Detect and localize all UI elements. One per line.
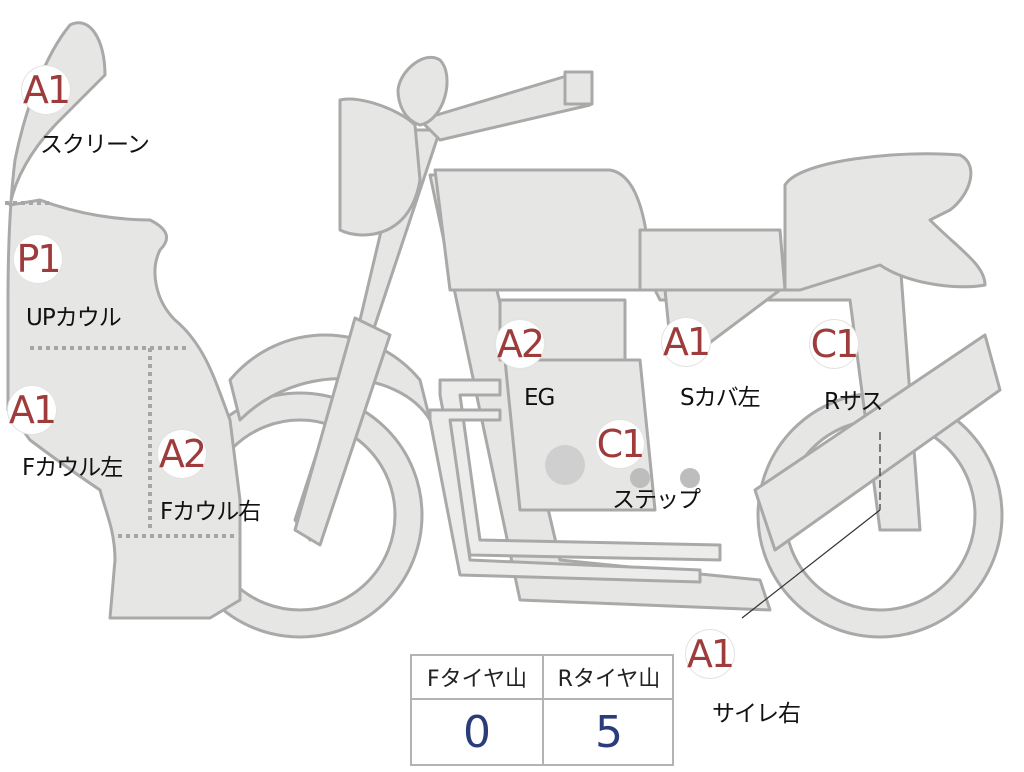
part-label-rear-suspension: Rサス (824, 389, 884, 415)
fork-lower (293, 316, 392, 547)
part-label-engine: EG (524, 385, 555, 411)
rear-frame-piece (638, 228, 787, 292)
fuel-tank (433, 168, 652, 292)
rear-tire-header: Rタイヤ山 (544, 656, 674, 700)
exhaust-pipe-lower (428, 408, 702, 584)
grade-badge-f-cowl-left: A1 (8, 386, 57, 434)
grade-badge-step: C1 (596, 420, 645, 468)
tire-tread-table: Fタイヤ山 Rタイヤ山 0 5 (410, 654, 674, 766)
handlebar-grip (563, 70, 594, 106)
grade-badge-engine: A2 (496, 320, 545, 368)
table-divider (542, 656, 544, 764)
grade-badge-screen: A1 (22, 66, 71, 114)
front-tire-value: 0 (463, 706, 491, 758)
part-label-step: ステップ (612, 487, 701, 513)
grade-badge-side-cover-left: A1 (662, 318, 711, 366)
grade-badge-rear-suspension: C1 (810, 320, 859, 368)
seat (783, 152, 987, 292)
rear-tire-value: 5 (595, 706, 623, 758)
part-label-side-cover-left: Sカバ左 (680, 385, 761, 411)
muffler (753, 333, 1002, 552)
front-tire-header: Fタイヤ山 (412, 656, 542, 700)
part-label-muffler-right: サイレ右 (712, 701, 801, 727)
mirror (396, 55, 449, 127)
part-label-f-cowl-right: Fカウル右 (160, 499, 261, 525)
leader-line-muffler (741, 509, 881, 619)
part-label-f-cowl-left: Fカウル左 (22, 455, 123, 481)
headlight-cowl (338, 97, 422, 237)
grade-badge-f-cowl-right: A2 (158, 430, 207, 478)
part-label-up-cowl: UPカウル (26, 305, 122, 331)
grade-badge-muffler-right: A1 (686, 630, 735, 678)
part-label-screen: スクリーン (40, 132, 150, 158)
grade-badge-up-cowl: P1 (14, 235, 62, 283)
engine-block (498, 298, 700, 512)
